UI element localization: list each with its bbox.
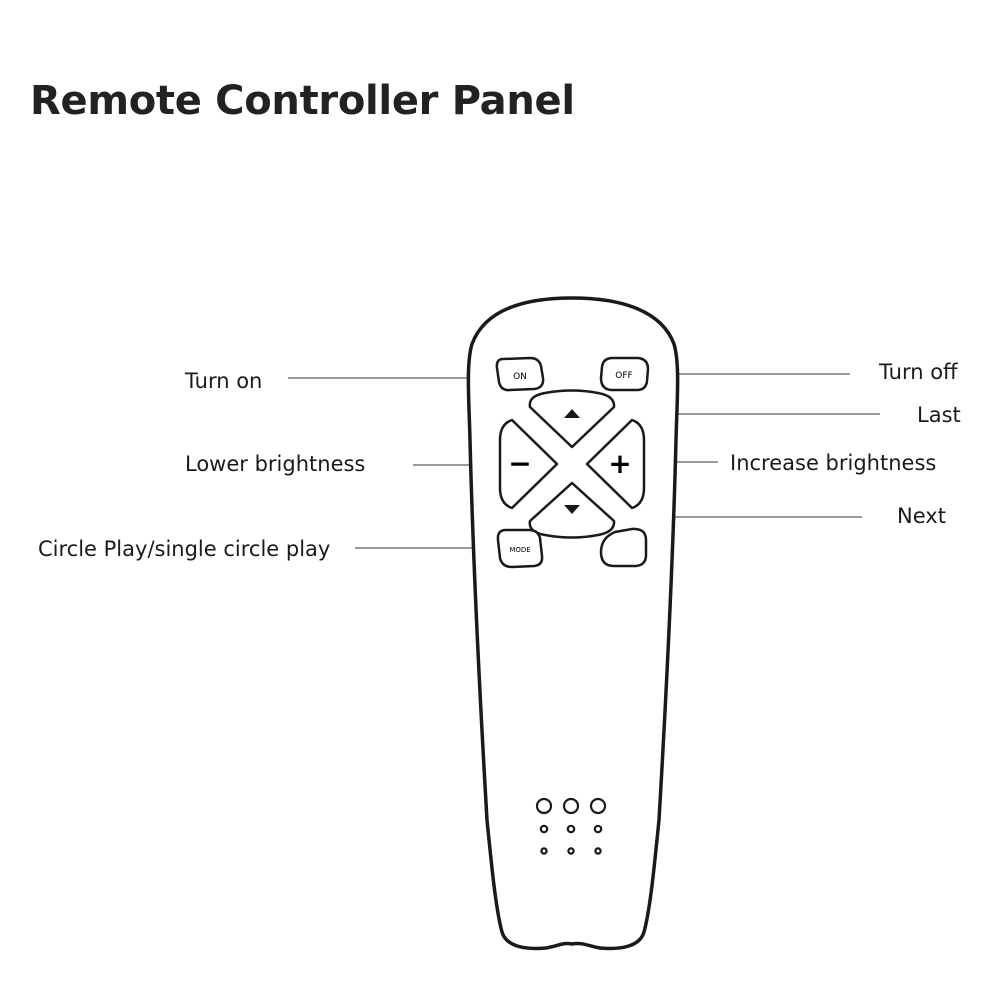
off-button-label: OFF <box>615 371 632 381</box>
page-title: Remote Controller Panel <box>30 78 575 124</box>
large-hole <box>562 797 580 815</box>
minus-button[interactable]: − <box>498 418 559 510</box>
label-lower-brightness: Lower brightness <box>185 452 366 476</box>
large-hole <box>535 797 553 815</box>
on-button-label: ON <box>513 372 527 382</box>
label-increase-brightness: Increase brightness <box>730 451 937 475</box>
up-arrow-icon <box>564 409 580 418</box>
plus-icon: + <box>608 447 631 480</box>
minus-icon: − <box>508 447 531 480</box>
mode-button[interactable]: MODE <box>496 528 544 569</box>
up-button[interactable] <box>528 389 616 449</box>
down-arrow-icon <box>564 505 580 514</box>
small-hole <box>594 847 602 855</box>
ir-sensor-holes <box>535 797 607 855</box>
label-next: Next <box>897 504 946 528</box>
large-hole <box>589 797 607 815</box>
small-hole <box>593 824 603 834</box>
small-hole <box>567 847 575 855</box>
small-hole <box>566 824 576 834</box>
small-hole <box>540 847 548 855</box>
label-last: Last <box>917 403 961 427</box>
label-circle-play: Circle Play/single circle play <box>38 537 331 561</box>
label-turn-off: Turn off <box>879 360 958 384</box>
label-turn-on: Turn on <box>185 369 263 393</box>
off-button[interactable]: OFF <box>599 356 650 392</box>
down-button[interactable] <box>528 481 616 539</box>
mode-button-label: MODE <box>509 546 530 554</box>
small-hole <box>539 824 549 834</box>
blank-button[interactable] <box>599 527 648 568</box>
on-button[interactable]: ON <box>495 356 545 392</box>
plus-button[interactable]: + <box>585 418 646 510</box>
